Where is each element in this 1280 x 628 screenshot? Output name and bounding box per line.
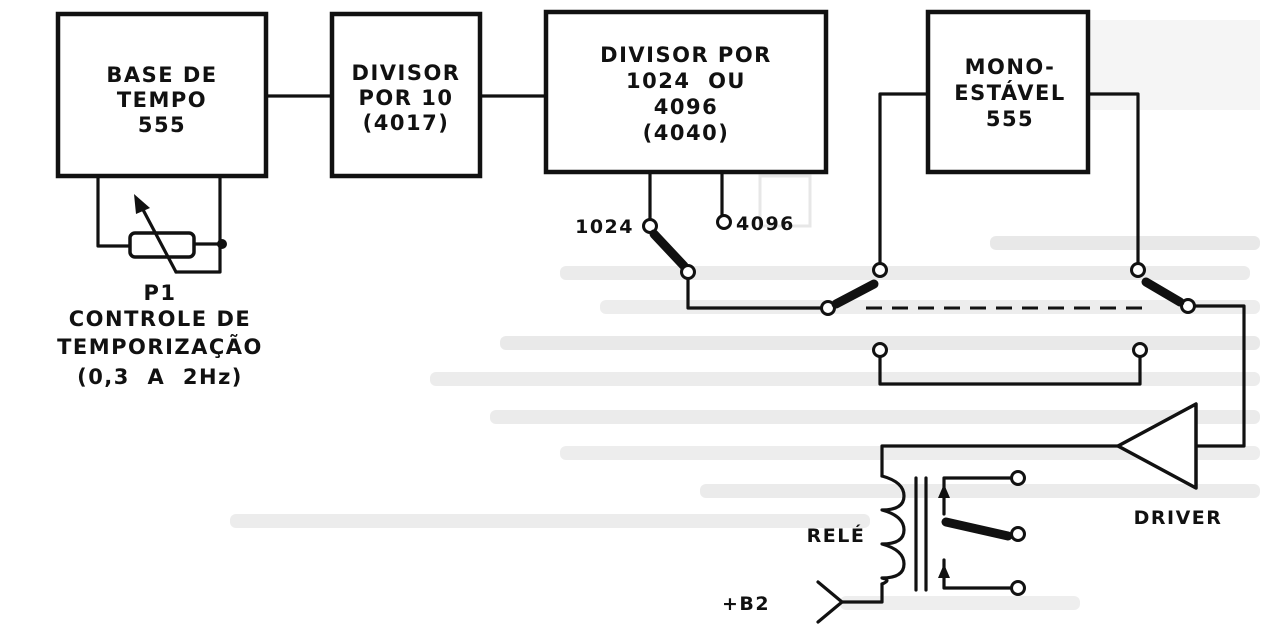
timebase-line3: 555 xyxy=(138,113,186,137)
gang-switch-left xyxy=(820,262,888,358)
div1024-line2: 1024 OU xyxy=(626,69,746,93)
supply-arrow xyxy=(816,580,844,624)
div10-line2: POR 10 xyxy=(359,86,454,110)
pot-caption-line2: TEMPORIZAÇÃO xyxy=(57,334,263,359)
div1024-line3: 4096 xyxy=(654,95,718,119)
relay-coil xyxy=(880,474,906,586)
label-1024: 1024 xyxy=(575,216,634,238)
potentiometer-p1 xyxy=(128,194,227,274)
terminal-selector-common xyxy=(680,264,696,280)
gang-switch-right xyxy=(1130,262,1196,358)
terminal-4096 xyxy=(716,214,732,230)
timebase-line1: BASE DE xyxy=(106,63,217,87)
relay-armature xyxy=(941,517,1013,541)
relay-arrow-bottom xyxy=(938,564,950,578)
terminal-right-down xyxy=(1132,342,1148,358)
timebase-line2: TEMPO xyxy=(117,88,207,112)
terminal-left-up xyxy=(872,262,888,278)
driver-label: DRIVER xyxy=(1134,507,1223,529)
supply-label: +B2 xyxy=(722,593,770,615)
block-mono-box xyxy=(925,9,1091,175)
switch-left-lever xyxy=(831,279,879,309)
pot-wiper-arrow-shaft xyxy=(138,202,178,274)
pot-caption: P1 CONTROLE DE TEMPORIZAÇÃO (0,3 A 2Hz) xyxy=(57,281,263,389)
driver-triangle xyxy=(1116,402,1198,490)
wire-driver-to-relay xyxy=(880,444,1120,478)
label-4096: 4096 xyxy=(736,213,795,235)
relay-wire-bottom xyxy=(942,558,1013,590)
wire-switch-to-driver xyxy=(1190,304,1246,448)
relay-wire-top xyxy=(942,476,1013,516)
relay: RELÉ xyxy=(807,470,1026,596)
wire-pot-left xyxy=(96,174,132,248)
block-timebase: BASE DE TEMPO 555 xyxy=(55,11,269,179)
pot-name: P1 xyxy=(143,281,176,305)
terminal-right-up xyxy=(1130,262,1146,278)
block-div1024: DIVISOR POR 1024 OU 4096 (4040) xyxy=(543,9,829,175)
block-div10-box xyxy=(329,11,483,179)
block-timebase-box xyxy=(55,11,269,179)
block-mono: MONO- ESTÁVEL 555 xyxy=(925,9,1091,175)
pot-caption-line3: (0,3 A 2Hz) xyxy=(77,365,243,389)
relay-contact-mid xyxy=(1010,526,1026,542)
div10-line1: DIVISOR xyxy=(352,61,461,85)
selector-switch-1024-4096: 1024 4096 xyxy=(575,213,795,280)
mono-line3: 555 xyxy=(986,107,1034,131)
relay-contact-top xyxy=(1010,470,1026,486)
relay-arrow-top xyxy=(938,484,950,498)
relay-contact-bottom xyxy=(1010,580,1026,596)
block-div1024-box xyxy=(543,9,829,175)
block-div10: DIVISOR POR 10 (4017) xyxy=(329,11,483,179)
supply-b2: +B2 xyxy=(722,580,844,624)
wiring xyxy=(96,92,1246,604)
wire-mono-to-switch xyxy=(1086,92,1140,268)
pot-caption-line1: CONTROLE DE xyxy=(69,307,252,331)
mono-line1: MONO- xyxy=(965,55,1056,79)
wire-switch-to-mono xyxy=(878,92,930,268)
wire-relay-to-supply xyxy=(840,582,884,604)
pot-arrow-head xyxy=(134,194,150,214)
switch-right-lever xyxy=(1141,277,1185,307)
mono-line2: ESTÁVEL xyxy=(954,80,1065,105)
wire-pot-wiper xyxy=(174,174,222,274)
driver: DRIVER xyxy=(1116,402,1223,529)
div10-line3: (4017) xyxy=(363,111,450,135)
pot-junction-dot xyxy=(217,239,227,249)
div1024-line4: (4040) xyxy=(643,121,730,145)
relay-label: RELÉ xyxy=(807,524,866,547)
terminal-left-down xyxy=(872,342,888,358)
wire-lower-bridge xyxy=(878,354,1142,386)
wire-selector-to-switch xyxy=(686,272,828,310)
selector-lever xyxy=(649,229,689,271)
div1024-line1: DIVISOR POR xyxy=(600,43,772,67)
